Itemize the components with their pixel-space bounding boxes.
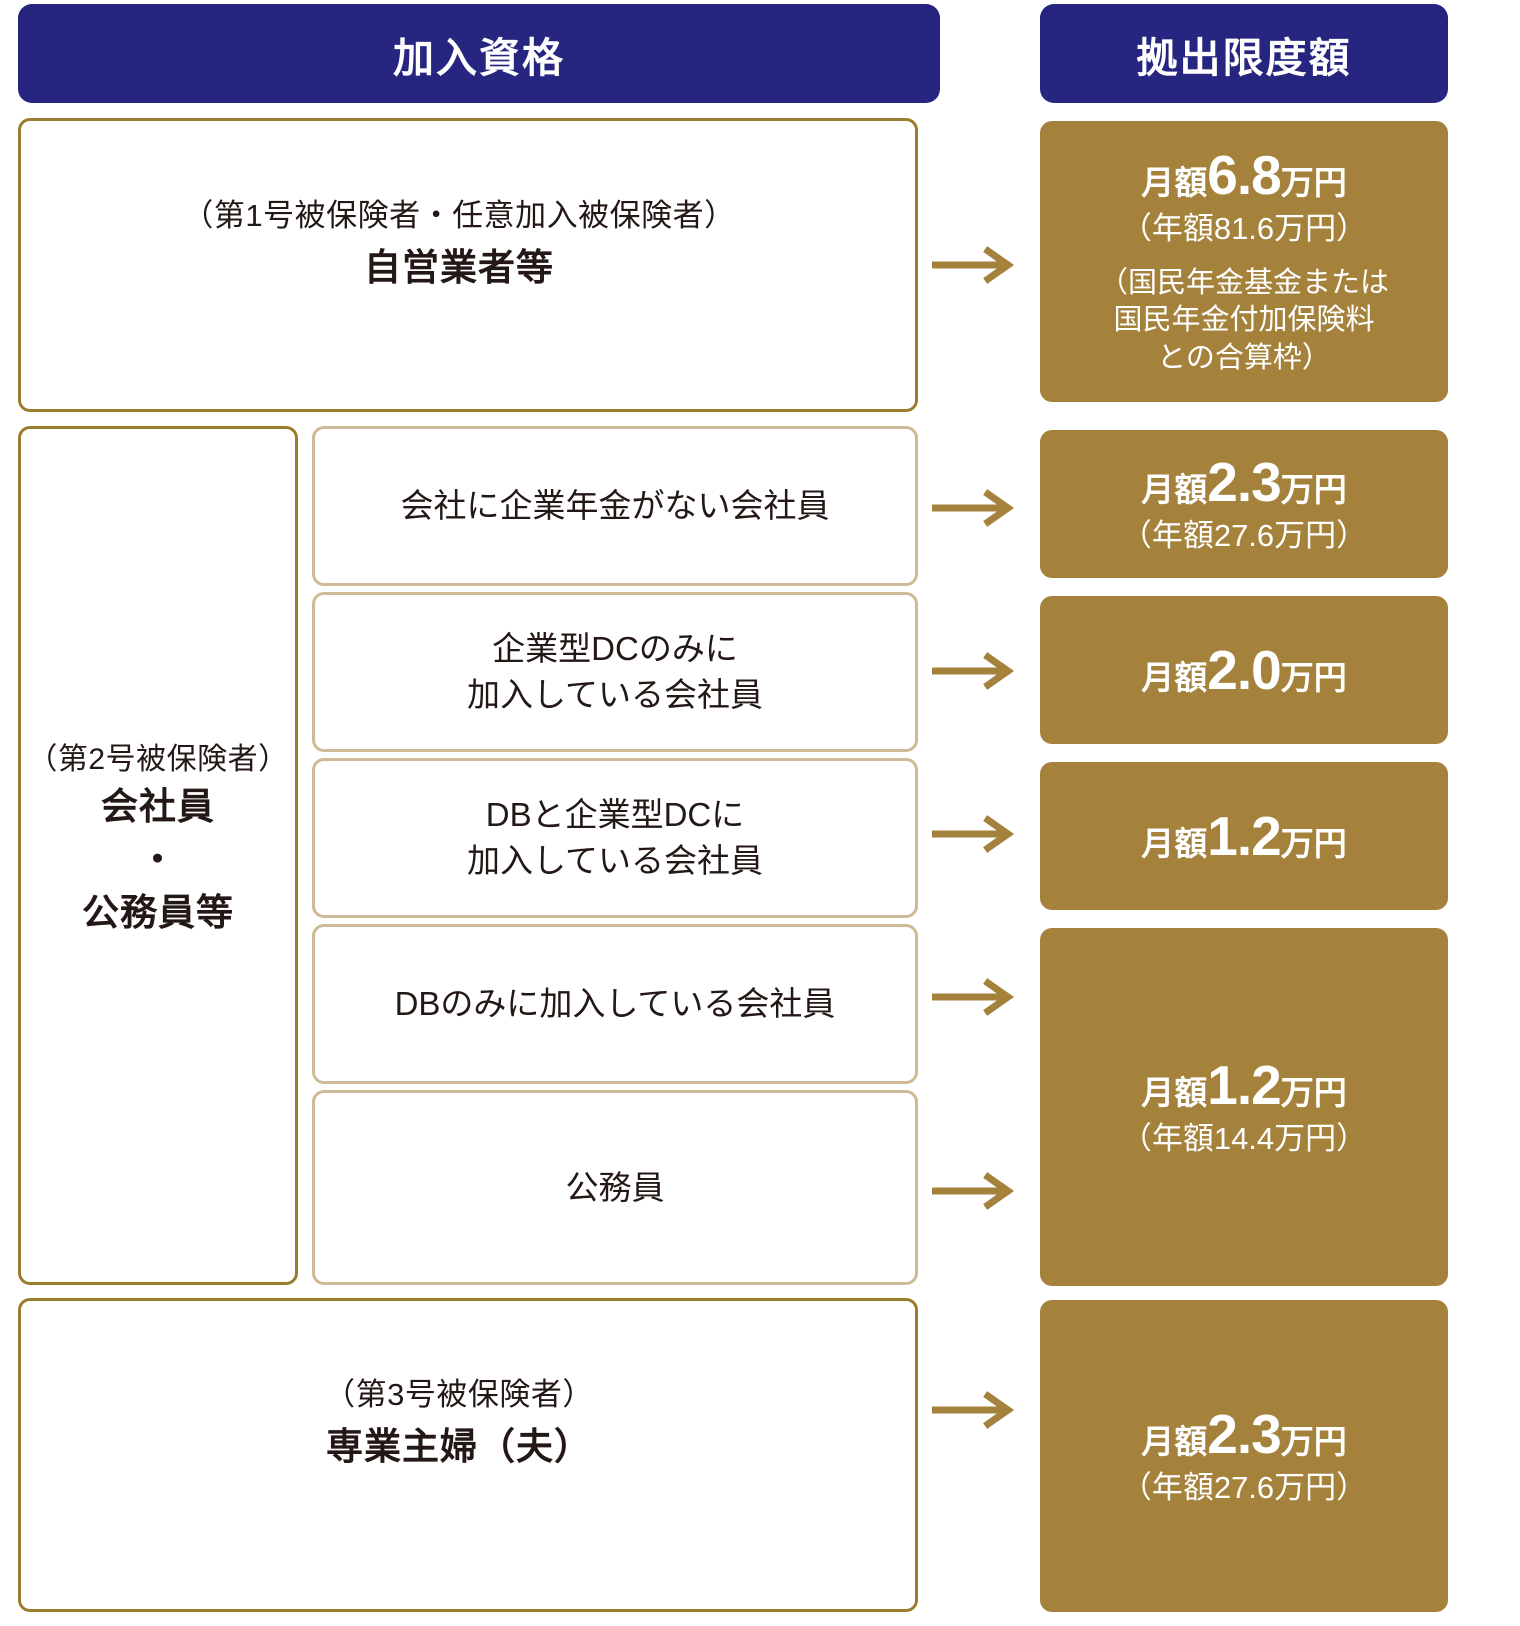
- sub1-label-line1: 会社に企業年金がない会社員: [400, 487, 830, 525]
- row3-limit-monthly-unit: 万円: [1280, 1423, 1347, 1461]
- sub2-limit-monthly-label: 月額: [1141, 658, 1208, 696]
- sub1-limit-monthly-unit: 万円: [1280, 471, 1347, 509]
- eligibility-subbox-db-only: DBのみに加入している会社員: [312, 924, 918, 1084]
- eligibility-box-row3: [18, 1298, 918, 1612]
- merged-limit-monthly-value: 1.2: [1207, 1054, 1281, 1117]
- arrow-right-icon: [932, 245, 1022, 285]
- sub2-label-line2: 加入している会社員: [466, 676, 763, 713]
- eligibility-row1-text: （第1号被保険者・任意加入被保険者） 自営業者等: [0, 196, 918, 293]
- header-eligibility: 加入資格: [18, 4, 940, 103]
- eligibility-box-row1: [18, 118, 918, 412]
- sub2-limit-monthly-unit: 万円: [1280, 658, 1347, 696]
- group2-category-note: （第2号被保険者）: [27, 743, 289, 776]
- merged-limit-amount: 月額1.2万円: [1141, 1055, 1346, 1116]
- row3-category-note: （第3号被保険者）: [324, 1377, 594, 1412]
- group2-category-name-line1: 会社員: [101, 786, 215, 827]
- arrow-right-icon: [932, 1171, 1022, 1211]
- sub1-limit-amount: 月額2.3万円: [1141, 452, 1346, 513]
- limit-box-no-corporate-pension: 月額2.3万円 （年額27.6万円）: [1040, 430, 1448, 578]
- group2-category-name-line2: ・: [139, 838, 177, 880]
- row3-limit-annual: （年額27.6万円）: [1120, 1469, 1368, 1505]
- sub2-limit-monthly-value: 2.0: [1207, 638, 1281, 701]
- limit-box-db-and-dc: 月額1.2万円: [1040, 762, 1448, 910]
- arrow-right-icon: [932, 814, 1022, 854]
- sub4-label-line1: DBのみに加入している会社員: [394, 985, 836, 1023]
- group2-category-name-line3: 公務員等: [82, 891, 234, 933]
- row1-limit-note: （国民年金基金または 国民年金付加保険料 との合算枠）: [1099, 265, 1389, 378]
- merged-limit-monthly-label: 月額: [1141, 1074, 1208, 1112]
- eligibility-row3-text: （第3号被保険者） 専業主婦（夫）: [0, 1375, 918, 1472]
- arrow-right-icon: [932, 488, 1022, 528]
- row3-limit-monthly-value: 2.3: [1207, 1403, 1281, 1466]
- row1-limit-amount: 月額6.8万円: [1141, 145, 1346, 206]
- sub3-limit-monthly-unit: 万円: [1280, 824, 1347, 862]
- sub3-label-line2: 加入している会社員: [466, 842, 763, 879]
- row3-limit-monthly-label: 月額: [1141, 1423, 1208, 1461]
- sub5-label-line1: 公務員: [565, 1168, 665, 1206]
- limit-box-dc-only: 月額2.0万円: [1040, 596, 1448, 744]
- row3-category-name: 専業主婦（夫）: [326, 1426, 592, 1468]
- row3-limit-amount: 月額2.3万円: [1141, 1404, 1346, 1465]
- row1-limit-monthly-value: 6.8: [1207, 144, 1281, 207]
- sub3-limit-amount: 月額1.2万円: [1141, 806, 1346, 867]
- row1-limit-monthly-unit: 万円: [1280, 164, 1347, 202]
- merged-limit-annual: （年額14.4万円）: [1120, 1120, 1368, 1156]
- sub1-limit-monthly-label: 月額: [1141, 471, 1208, 509]
- header-contribution-limit: 拠出限度額: [1040, 4, 1448, 103]
- sub1-limit-annual: （年額27.6万円）: [1120, 517, 1368, 553]
- eligibility-box-group2: [18, 426, 298, 1285]
- limit-box-db-only-and-civil-servant: 月額1.2万円 （年額14.4万円）: [1040, 928, 1448, 1286]
- limit-box-row3: 月額2.3万円 （年額27.6万円）: [1040, 1300, 1448, 1612]
- row1-limit-monthly-label: 月額: [1141, 164, 1208, 202]
- sub3-limit-monthly-value: 1.2: [1207, 804, 1281, 867]
- header-contribution-limit-label: 拠出限度額: [1136, 34, 1352, 81]
- eligibility-subbox-dc-only: 企業型DCのみに 加入している会社員: [312, 592, 918, 752]
- arrow-right-icon: [932, 651, 1022, 691]
- sub1-limit-monthly-value: 2.3: [1207, 451, 1281, 514]
- sub3-limit-monthly-label: 月額: [1141, 824, 1208, 862]
- sub2-label-line1: 企業型DCのみに: [492, 630, 738, 668]
- eligibility-group2-text: （第2号被保険者） 会社員 ・ 公務員等: [18, 740, 298, 937]
- row1-limit-note-line2: 国民年金付加保険料: [1113, 304, 1375, 337]
- sub3-label-line1: DBと企業型DCに: [485, 796, 745, 834]
- arrow-right-icon: [932, 1390, 1022, 1430]
- arrow-right-icon: [932, 977, 1022, 1017]
- row1-limit-note-line3: との合算枠）: [1157, 341, 1331, 374]
- row1-category-name: 自営業者等: [364, 247, 554, 289]
- row1-limit-annual: （年額81.6万円）: [1120, 210, 1368, 246]
- eligibility-subbox-db-and-dc: DBと企業型DCに 加入している会社員: [312, 758, 918, 918]
- eligibility-subbox-civil-servant: 公務員: [312, 1090, 918, 1285]
- merged-limit-monthly-unit: 万円: [1280, 1074, 1347, 1112]
- row1-category-note: （第1号被保険者・任意加入被保険者）: [182, 198, 736, 233]
- eligibility-subbox-no-corporate-pension: 会社に企業年金がない会社員: [312, 426, 918, 586]
- sub2-limit-amount: 月額2.0万円: [1141, 640, 1346, 701]
- row1-limit-note-line1: （国民年金基金または: [1098, 266, 1389, 299]
- header-eligibility-label: 加入資格: [393, 34, 565, 81]
- limit-box-row1: 月額6.8万円 （年額81.6万円） （国民年金基金または 国民年金付加保険料 …: [1040, 121, 1448, 402]
